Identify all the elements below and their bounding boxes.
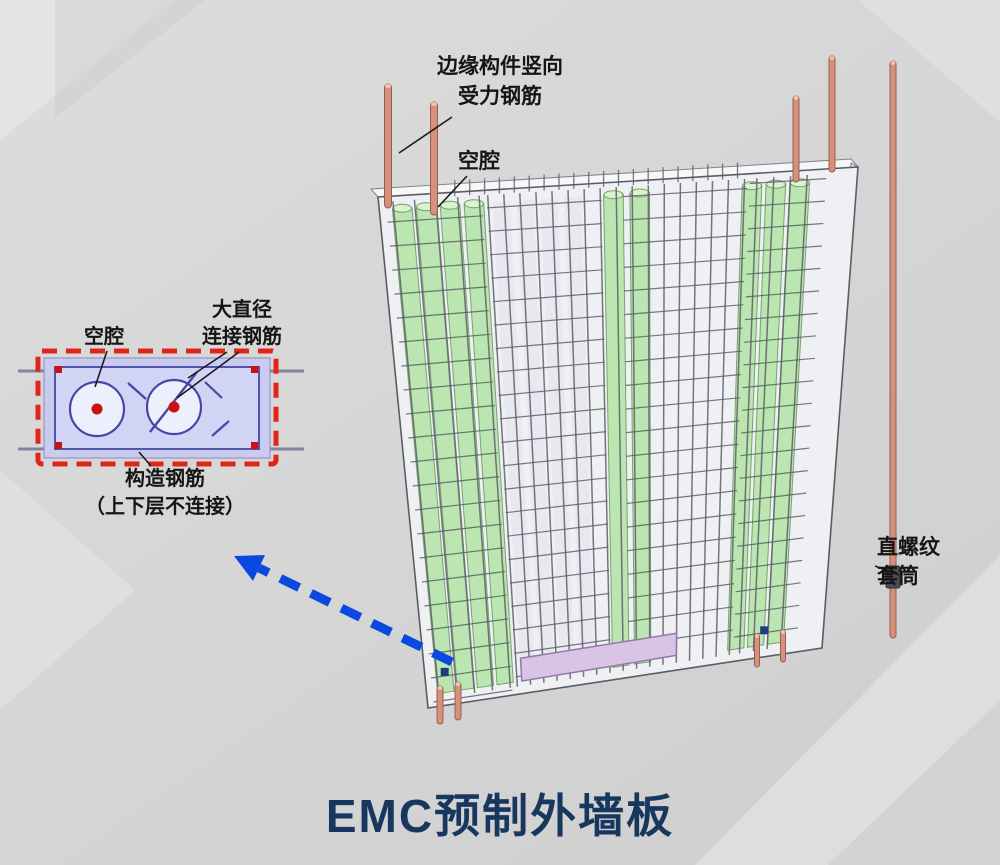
leader-lines <box>94 116 900 576</box>
corner-rebar-dot <box>251 442 258 449</box>
label-large-diameter-rebar: 大直径 连接钢筋 <box>202 299 282 348</box>
section-detail-inset <box>18 348 304 467</box>
detail-boundary-dashed <box>35 348 279 467</box>
wall-panel-3d <box>369 158 860 709</box>
label-structural-rebar: 构造钢筋 （上下层不连接） <box>85 468 245 518</box>
leader-large-rebar-1 <box>187 351 228 379</box>
bg-chevron <box>858 0 1000 122</box>
rebar-dot <box>168 401 180 413</box>
page-title: EMC预制外墙板 <box>325 790 675 842</box>
corner-rebar-dot <box>55 366 62 373</box>
label-cavity-main: 空腔 <box>458 150 500 173</box>
bg-chevron <box>828 700 1000 865</box>
leader-edge-rebar <box>398 116 453 154</box>
panel-internal-reinforcement <box>387 162 827 703</box>
callout-arrow-shaft <box>257 563 454 667</box>
vertical-connection-bars <box>384 55 901 725</box>
label-threaded-sleeve: 直螺纹 套筒 <box>877 536 940 588</box>
leader-cavity <box>437 175 468 208</box>
bg-chevron <box>55 0 205 118</box>
structural-rebar-tick <box>204 381 223 399</box>
label-inset-cavity: 空腔 <box>84 326 124 348</box>
bg-chevron <box>0 0 175 140</box>
leader-inset-cavity <box>94 350 108 388</box>
callout-arrow-head <box>234 555 265 581</box>
bg-chevron <box>0 470 135 710</box>
leader-large-rebar-2 <box>176 351 240 399</box>
leader-structural-rebar <box>138 451 152 467</box>
rebar-dot <box>91 403 103 415</box>
detail-callout-arrow <box>234 555 454 667</box>
structural-rebar-tick <box>211 420 230 437</box>
label-edge-vertical-rebar: 边缘构件竖向 受力钢筋 <box>437 55 563 108</box>
corner-rebar-dot <box>251 366 258 373</box>
corner-rebar-dot <box>55 442 62 449</box>
structural-rebar-tick <box>127 382 147 400</box>
panel-outline <box>377 166 859 709</box>
leader-sleeve <box>874 565 900 576</box>
